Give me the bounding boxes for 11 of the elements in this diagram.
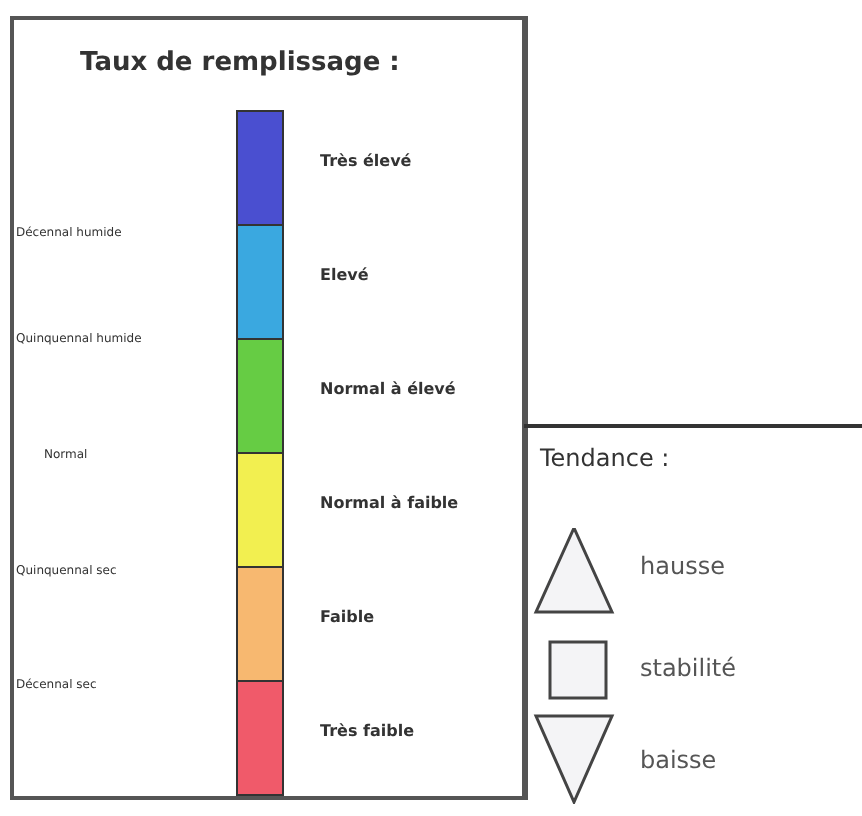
legend-label: stabilité — [640, 654, 737, 682]
legend-label: Normal à élevé — [320, 380, 456, 398]
legend-label: Normal à faible — [320, 494, 459, 512]
legend-label: Très élevé — [320, 152, 412, 170]
legend-label: Très faible — [320, 722, 415, 740]
legend-label: Faible — [320, 608, 375, 626]
panel-title: Taux de remplissage : — [80, 48, 400, 78]
panel-title: Tendance : — [540, 444, 670, 472]
legend-label: Elevé — [320, 266, 369, 284]
legend-label: hausse — [640, 552, 725, 580]
legend-label: baisse — [640, 746, 717, 774]
